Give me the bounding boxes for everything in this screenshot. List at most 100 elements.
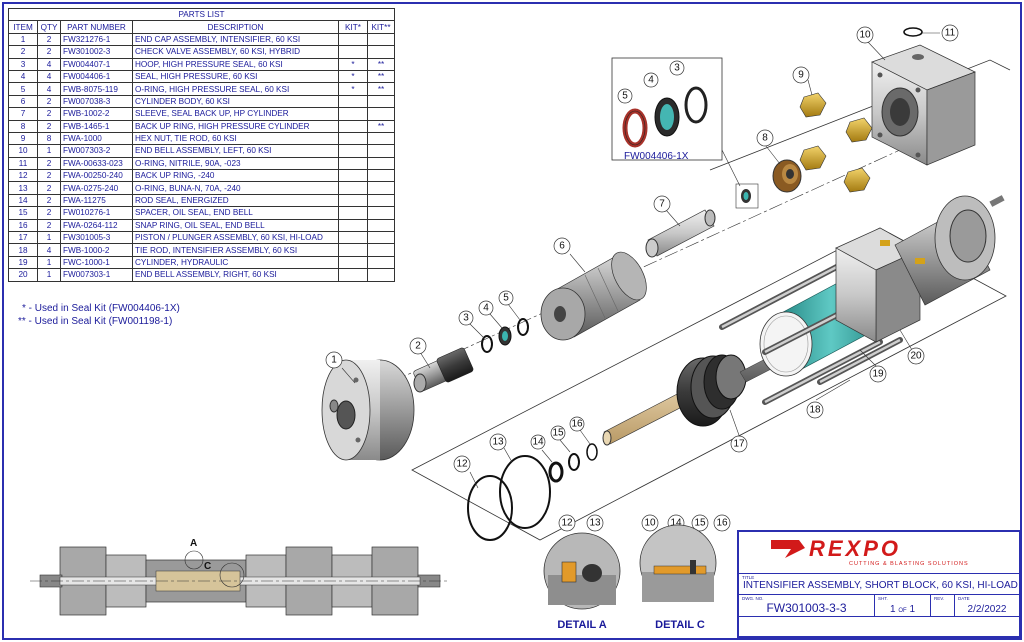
item-balloon: 19 bbox=[869, 365, 887, 383]
cell-kit2 bbox=[367, 243, 395, 257]
item-balloon: 16 bbox=[713, 514, 731, 532]
cell-description: BACK UP RING, HIGH PRESSURE CYLINDER bbox=[132, 119, 339, 133]
cell-description: SNAP RING, OIL SEAL, END BELL bbox=[132, 218, 339, 233]
part-cylinder-body bbox=[540, 251, 647, 341]
cell-description: END CAP ASSEMBLY, INTENSIFIER, 60 KSI bbox=[132, 32, 339, 47]
cell-item: 17 bbox=[8, 231, 38, 245]
part-check-valve bbox=[413, 347, 474, 393]
title-field-label: TITLE bbox=[742, 575, 755, 580]
part-seal-rings-left bbox=[481, 318, 529, 353]
item-balloon: 5 bbox=[617, 88, 633, 104]
cell-kit2 bbox=[367, 231, 395, 245]
seal-kit-callout: FW004406-1X bbox=[611, 57, 759, 209]
balloon-number: 19 bbox=[872, 369, 884, 380]
balloon-number: 10 bbox=[859, 30, 871, 41]
cell-kit2 bbox=[367, 156, 395, 171]
balloon-number: 9 bbox=[798, 70, 804, 81]
item-balloon: 6 bbox=[553, 237, 571, 255]
balloon-circle bbox=[691, 514, 709, 532]
kit-note-2: ** - Used in Seal Kit (FW001198-1) bbox=[18, 316, 173, 327]
balloon-number: 11 bbox=[945, 28, 956, 39]
balloon-number: 7 bbox=[659, 199, 665, 210]
cell-kit2 bbox=[367, 144, 395, 158]
balloon-number: 5 bbox=[503, 293, 509, 304]
part-sleeve bbox=[645, 209, 716, 258]
item-balloon: 3 bbox=[669, 60, 685, 76]
item-balloon: 15 bbox=[691, 514, 709, 532]
item-balloon: 16 bbox=[569, 416, 585, 432]
item-balloon: 18 bbox=[806, 401, 824, 419]
balloon-circle bbox=[553, 237, 571, 255]
detail-c-view: DETAIL C bbox=[639, 524, 717, 631]
balloon-circle bbox=[325, 351, 343, 369]
rev-label: REV. bbox=[934, 596, 945, 601]
balloon-circle bbox=[478, 300, 494, 316]
balloon-circle bbox=[941, 24, 959, 42]
col-header-kit2: KIT** bbox=[367, 20, 395, 34]
balloon-number: 10 bbox=[644, 518, 656, 529]
balloon-circle bbox=[730, 435, 748, 453]
title-block: REXPO CUTTING & BLASTING SOLUTIONS TITLE… bbox=[737, 530, 1021, 638]
item-balloon: 12 bbox=[453, 455, 471, 473]
item-balloon: 14 bbox=[530, 434, 546, 450]
balloon-number: 13 bbox=[589, 518, 601, 529]
part-hex-nuts bbox=[799, 92, 873, 193]
balloon-number: 8 bbox=[762, 133, 768, 144]
balloon-circle bbox=[550, 425, 566, 441]
balloon-number: 5 bbox=[622, 91, 628, 102]
sheet-label: SHT. bbox=[878, 596, 888, 601]
section-c-label: C bbox=[204, 561, 211, 572]
part-end-bell-left bbox=[871, 44, 976, 166]
cell-kit2 bbox=[367, 169, 395, 183]
balloon-circle bbox=[643, 72, 659, 88]
envelope-upper-line bbox=[709, 59, 1011, 171]
sheet-total: 1 bbox=[909, 604, 916, 615]
cell-qty: 2 bbox=[37, 193, 61, 208]
cell-description: TIE ROD, INTENSIFIER ASSEMBLY, 60 KSI bbox=[132, 243, 339, 257]
cell-kit2: ** bbox=[367, 119, 395, 133]
cell-item: 12 bbox=[8, 169, 38, 183]
item-balloon: 2 bbox=[409, 337, 427, 355]
item-balloon: 4 bbox=[478, 300, 494, 316]
balloon-number: 13 bbox=[492, 437, 504, 448]
item-balloon: 4 bbox=[643, 72, 659, 88]
balloon-circle bbox=[756, 129, 774, 147]
cell-kit2 bbox=[367, 218, 395, 233]
cell-part-number: FW321276-1 bbox=[60, 32, 133, 47]
item-balloon: 13 bbox=[489, 433, 507, 451]
item-balloon: 1 bbox=[325, 351, 343, 369]
cell-qty: 1 bbox=[37, 268, 61, 282]
logo-subtitle: CUTTING & BLASTING SOLUTIONS bbox=[849, 561, 969, 567]
cell-part-number: FWA-0264-112 bbox=[60, 218, 133, 233]
part-back-up-ring bbox=[772, 159, 802, 193]
balloon-circle bbox=[617, 88, 633, 104]
cell-kit2 bbox=[367, 193, 395, 208]
balloon-circle bbox=[641, 514, 659, 532]
item-balloon: 3 bbox=[458, 310, 474, 326]
cell-description: O-RING, NITRILE, 90A, -023 bbox=[132, 156, 339, 171]
balloon-circle bbox=[498, 290, 514, 306]
balloon-number: 16 bbox=[716, 518, 728, 529]
sheet-number: 1 bbox=[889, 604, 896, 615]
balloon-circle bbox=[806, 401, 824, 419]
item-balloon: 7 bbox=[653, 195, 671, 213]
col-header-part-number: PART NUMBER bbox=[60, 20, 133, 34]
cell-kit2 bbox=[367, 268, 395, 282]
balloon-circle bbox=[586, 514, 604, 532]
part-end-bell-right bbox=[835, 195, 1005, 343]
balloon-circle bbox=[653, 195, 671, 213]
cell-description: BACK UP RING, -240 bbox=[132, 169, 339, 183]
cell-item: 8 bbox=[8, 119, 38, 133]
section-a-label: A bbox=[190, 538, 197, 549]
balloon-number: 3 bbox=[463, 313, 469, 324]
part-seal-rings-lower bbox=[467, 443, 598, 541]
